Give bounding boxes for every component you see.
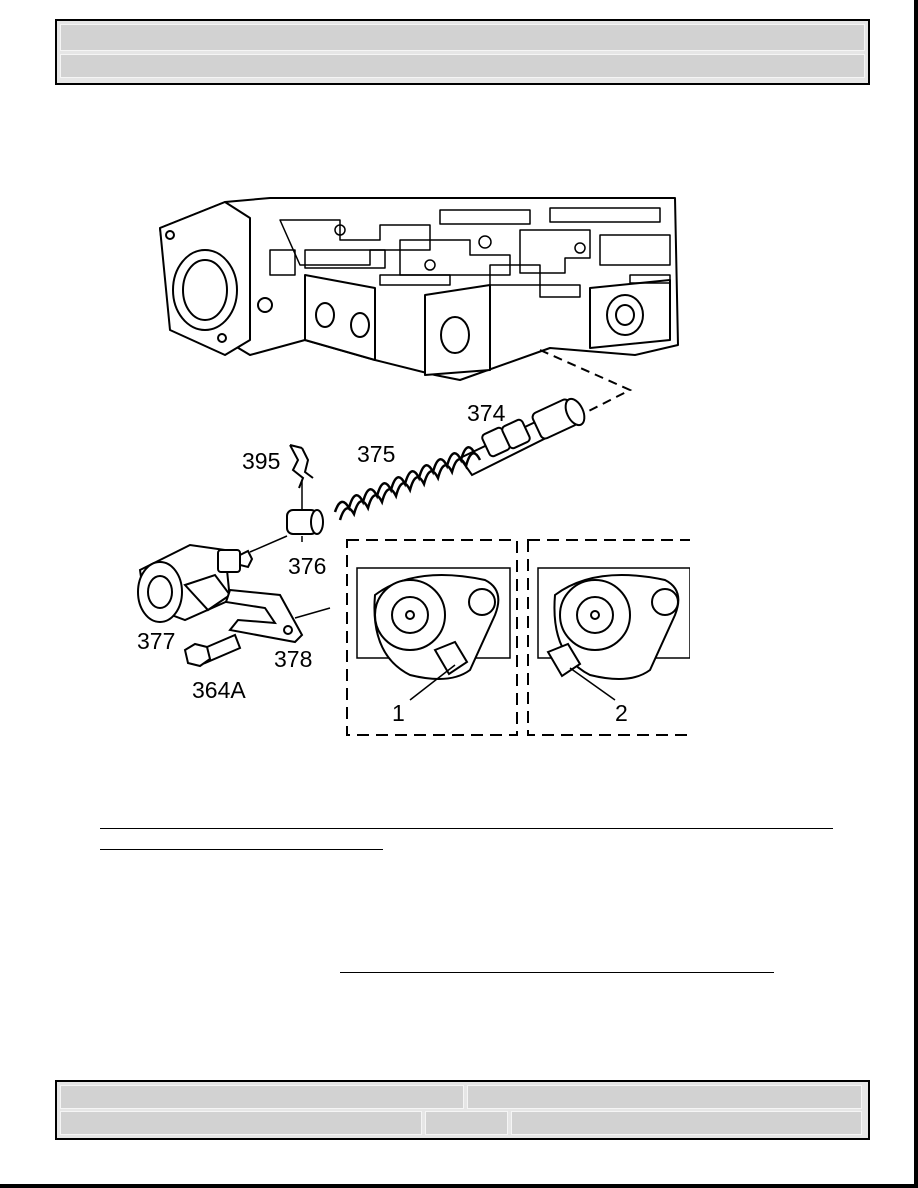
bracket-378 bbox=[224, 588, 304, 644]
footer-cell-d bbox=[425, 1111, 508, 1135]
footer-cell-a bbox=[60, 1085, 464, 1109]
inset-view-1-solenoid bbox=[356, 567, 511, 680]
callout-364a: 364A bbox=[192, 677, 246, 703]
header-title-row bbox=[60, 24, 865, 51]
text-rule-2 bbox=[100, 849, 383, 850]
callout-378: 378 bbox=[274, 646, 312, 672]
callout-374: 374 bbox=[467, 400, 506, 426]
header-title bbox=[61, 29, 67, 44]
inset-view-1-frame bbox=[346, 539, 518, 736]
inset-view-2-solenoid bbox=[537, 567, 691, 680]
header-subtitle-row bbox=[60, 54, 865, 78]
header-subtitle bbox=[61, 59, 67, 74]
plug-376 bbox=[286, 509, 324, 535]
footer-cell-e bbox=[511, 1111, 862, 1135]
page-footer bbox=[55, 1080, 870, 1140]
valve-374 bbox=[458, 397, 586, 477]
footer-cell-c bbox=[60, 1111, 422, 1135]
bore-leader bbox=[539, 349, 633, 419]
solenoid-exploded-view-figure: 374 375 395 376 377 378 364A 1 2 bbox=[130, 190, 701, 740]
text-rule-1 bbox=[100, 828, 833, 829]
page-header bbox=[55, 19, 870, 85]
callout-375: 375 bbox=[357, 441, 395, 467]
callout-377: 377 bbox=[137, 628, 175, 654]
callout-view-1: 1 bbox=[392, 700, 405, 726]
text-rule-3 bbox=[340, 972, 774, 973]
valve-body bbox=[159, 197, 679, 381]
solenoid-377 bbox=[137, 543, 254, 623]
spring-375 bbox=[333, 446, 482, 521]
bolt-364a bbox=[183, 633, 242, 668]
figure-drawing: 374 375 395 376 377 378 364A 1 2 bbox=[137, 197, 701, 736]
callout-376: 376 bbox=[288, 553, 326, 579]
callout-395: 395 bbox=[242, 448, 280, 474]
callout-view-2: 2 bbox=[615, 700, 628, 726]
footer-cell-b bbox=[467, 1085, 862, 1109]
